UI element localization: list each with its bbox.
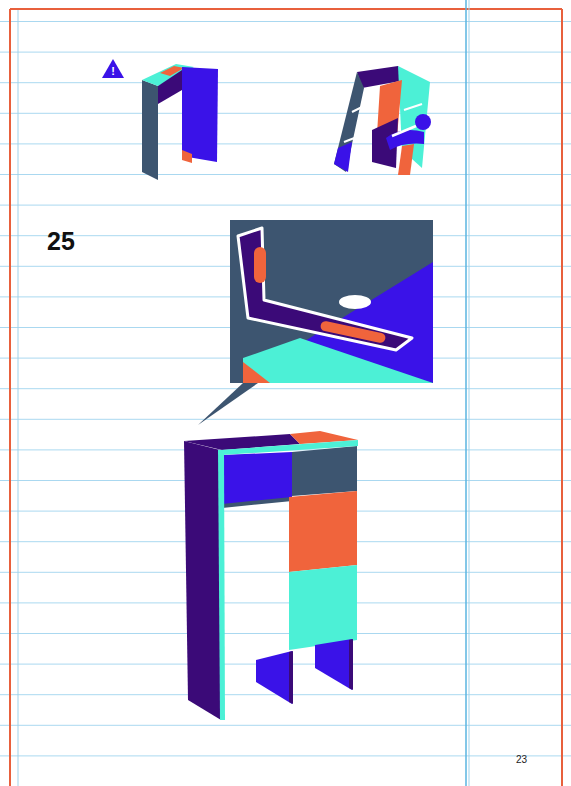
frame-line (10, 8, 562, 10)
column-line (465, 0, 467, 786)
frame-line (561, 9, 563, 786)
column-line (469, 0, 470, 786)
shelf-unit (184, 431, 358, 720)
page-number: 23 (516, 755, 527, 765)
margin-line (9, 9, 11, 786)
zoom-callout (198, 220, 433, 425)
person-lifting-figure (334, 66, 431, 175)
step-number: 25 (47, 229, 75, 254)
warning-icon (102, 59, 124, 78)
margin-line (18, 9, 19, 786)
warning-mark: ! (111, 66, 115, 77)
frame-figure (142, 64, 218, 180)
